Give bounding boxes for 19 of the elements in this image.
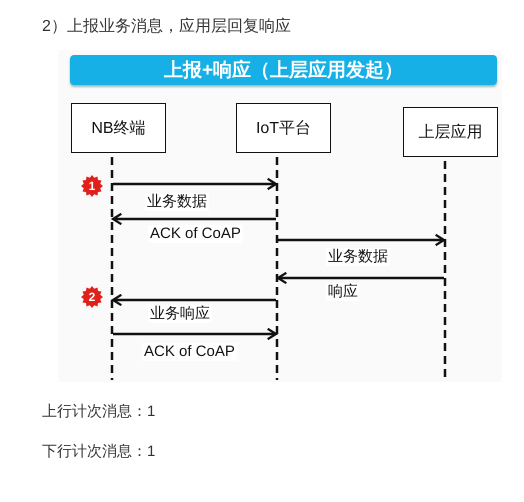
message-arrow bbox=[276, 272, 444, 284]
message-arrow bbox=[112, 212, 276, 226]
lifeline-box: NB终端 bbox=[71, 103, 166, 153]
edge-label: ACK of CoAP bbox=[148, 225, 243, 243]
note-text: 下行计次消息：1 bbox=[42, 442, 156, 461]
message-arrow bbox=[112, 294, 276, 306]
note-text: 上行计次消息：1 bbox=[42, 402, 156, 421]
edge-label: 响应 bbox=[326, 283, 360, 301]
message-arrow bbox=[113, 178, 278, 190]
edge-label: ACK of CoAP bbox=[142, 343, 237, 361]
message-arrow bbox=[278, 234, 446, 246]
title-banner: 上报+响应（上层应用发起） bbox=[70, 55, 497, 85]
edge-label: 业务数据 bbox=[326, 248, 390, 266]
edge-label: 业务数据 bbox=[145, 193, 209, 211]
lifeline-box: IoT平台 bbox=[236, 103, 331, 153]
edge-label: 业务响应 bbox=[148, 305, 212, 323]
message-arrow bbox=[113, 328, 278, 340]
lifeline-box: 上层应用 bbox=[403, 107, 498, 157]
heading: 2）上报业务消息，应用层回复响应 bbox=[42, 16, 291, 37]
